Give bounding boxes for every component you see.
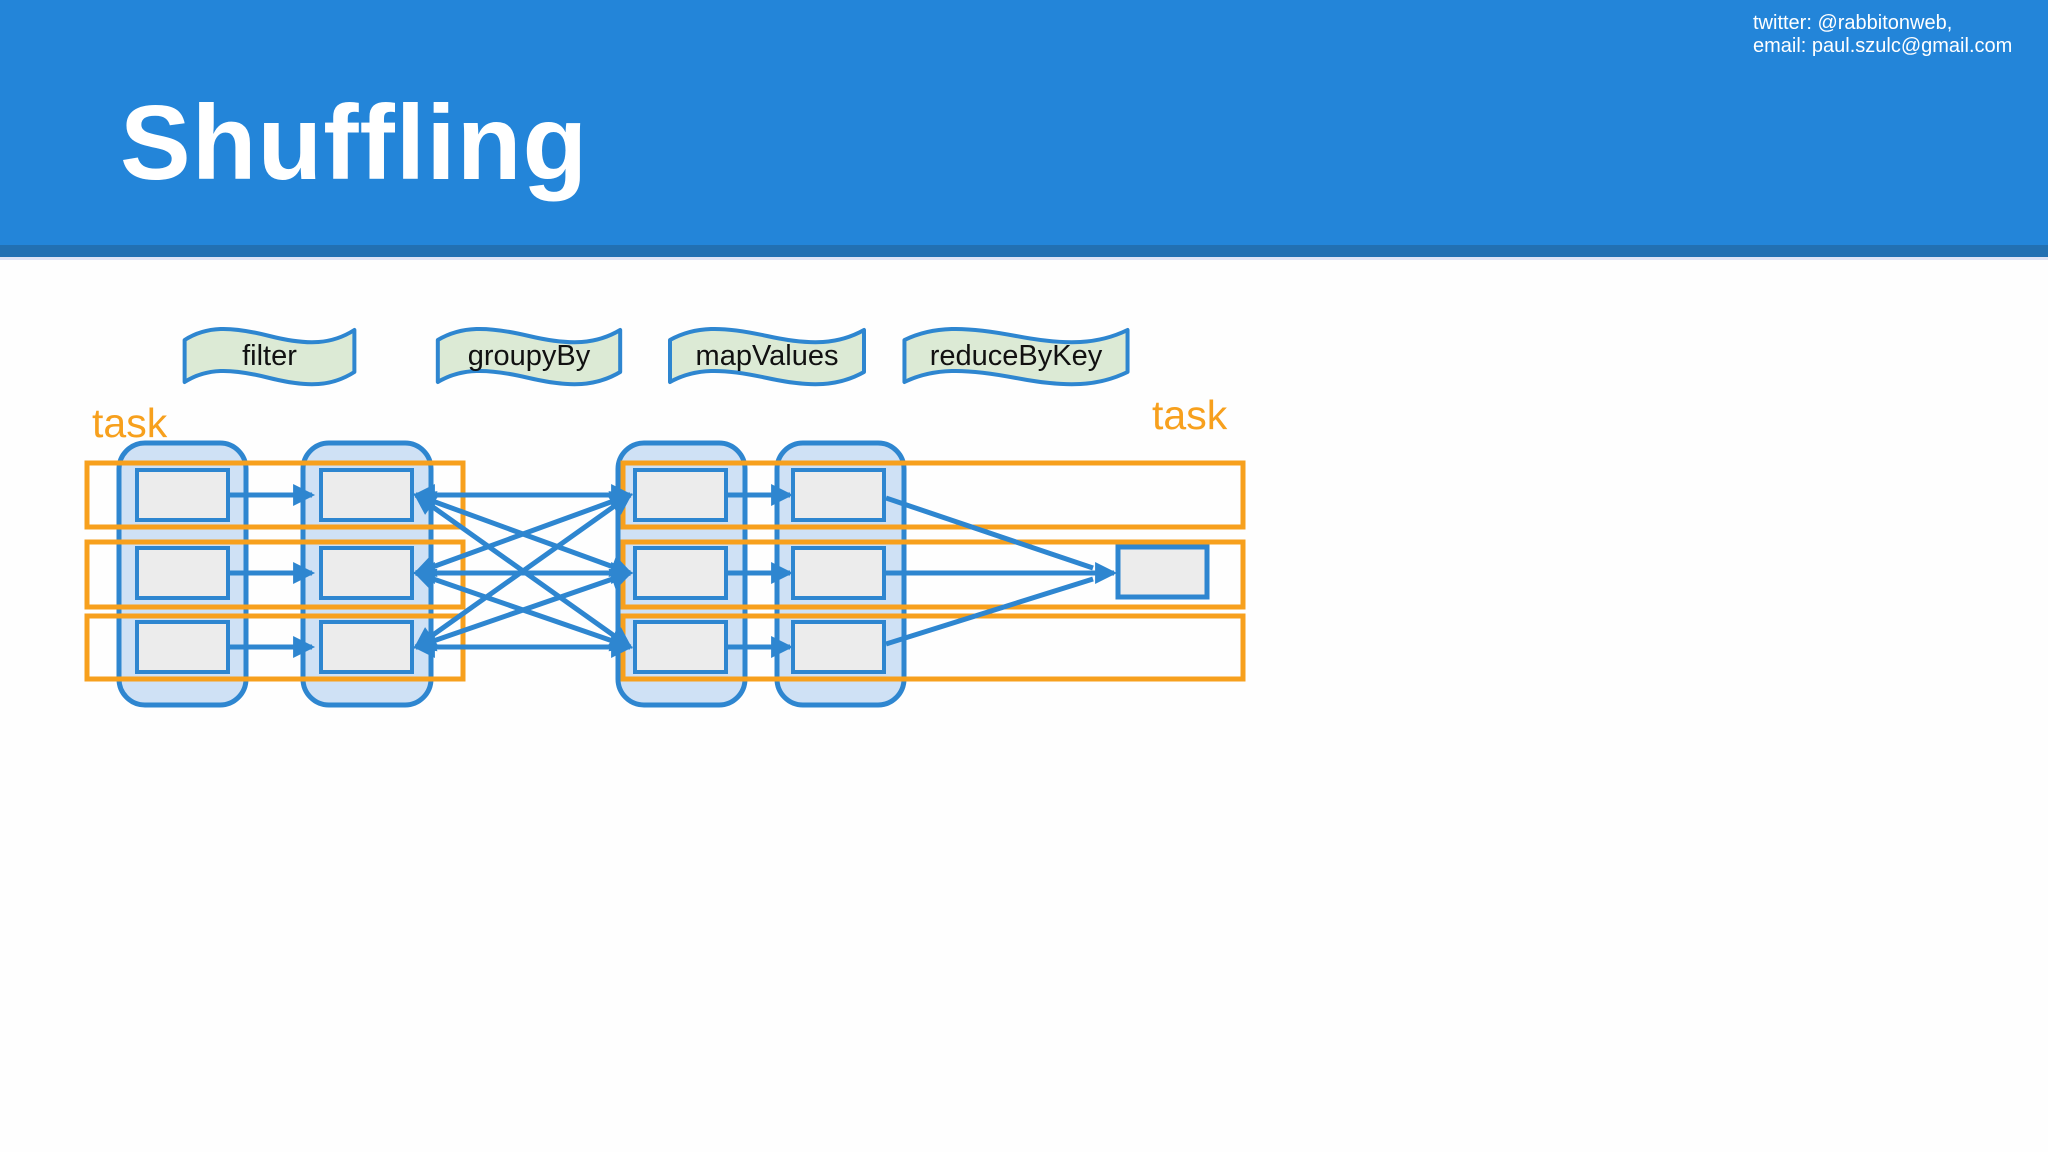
operation-label: groupyBy — [467, 339, 591, 372]
author-contact: twitter: @rabbitonweb, email: paul.szulc… — [1753, 12, 2012, 58]
shuffle-arrows — [412, 483, 634, 659]
operation-banner-groupyBy: groupyBy — [435, 324, 623, 388]
wave-shape — [435, 324, 623, 388]
partition-box — [135, 468, 230, 522]
operation-banner-reduceByKey: reduceByKey — [901, 324, 1131, 388]
partition-box — [135, 546, 230, 600]
shuffle-arrow — [413, 568, 633, 652]
stage2-arrows — [728, 483, 794, 659]
partition-boxes — [135, 468, 1210, 674]
operation-label: mapValues — [695, 339, 839, 372]
contact-email: email: paul.szulc@gmail.com — [1753, 35, 2013, 57]
partition-box — [633, 620, 728, 674]
operation-label: filter — [242, 339, 297, 372]
wave-shape — [667, 324, 867, 388]
operation-banner-filter: filter — [182, 324, 357, 388]
partition-box — [791, 468, 886, 522]
reduce-converge-arrows — [885, 495, 1118, 647]
wave-shape — [182, 324, 357, 388]
partition-box — [633, 468, 728, 522]
partition-box — [633, 546, 728, 600]
header-underline — [0, 257, 2048, 260]
wave-shape — [901, 324, 1131, 388]
stage1-arrows — [230, 483, 316, 659]
converge-line-bottom — [885, 576, 1094, 647]
task-label-right: task — [1152, 392, 1228, 438]
converge-line-top — [885, 495, 1094, 571]
partition-box — [319, 468, 414, 522]
operation-banner-mapValues: mapValues — [667, 324, 867, 388]
partition-box — [791, 620, 886, 674]
operation-label: reduceByKey — [929, 339, 1103, 372]
result-box — [1115, 544, 1210, 600]
header-bottom-stripe — [0, 245, 2048, 257]
partition-box — [791, 546, 886, 600]
header-banner — [0, 0, 2048, 245]
contact-twitter: twitter: @rabbitonweb, — [1753, 12, 1953, 34]
partition-box — [135, 620, 230, 674]
task-label-left: task — [92, 400, 168, 446]
partition-box — [319, 620, 414, 674]
partition-box — [319, 546, 414, 600]
slide-title: Shuffling — [120, 84, 589, 202]
